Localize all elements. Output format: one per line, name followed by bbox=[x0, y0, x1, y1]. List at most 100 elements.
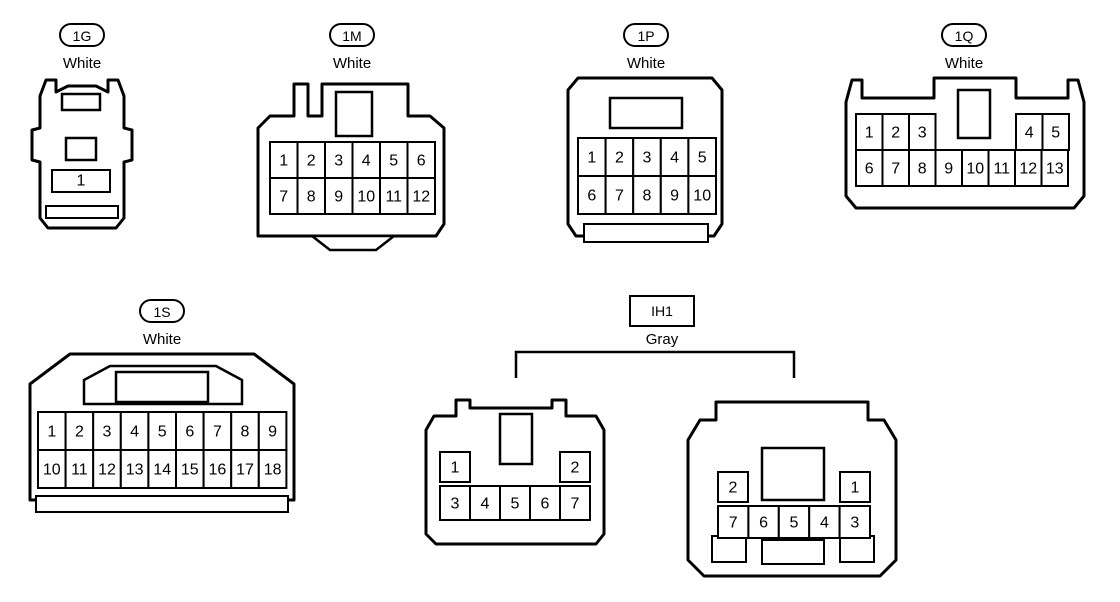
connector-ih1-left-pin-7: 7 bbox=[571, 496, 580, 513]
connector-1m-key bbox=[308, 234, 398, 252]
connector-1g-base bbox=[45, 205, 119, 219]
connector-1m-pin-3: 3 bbox=[334, 153, 343, 170]
connector-1s-color-label: White bbox=[143, 331, 181, 348]
connector-1s-tag bbox=[139, 299, 185, 323]
connector-ih1-left-pin-4: 4 bbox=[481, 496, 490, 513]
connector-1s-pin-cell bbox=[37, 449, 67, 489]
connector-1p-pin-1: 1 bbox=[587, 150, 596, 167]
connector-1s-pin-cell bbox=[175, 449, 205, 489]
connector-1m-pin-9: 9 bbox=[334, 189, 343, 206]
connector-ih1-right-pin-5: 5 bbox=[790, 515, 799, 532]
connector-1q-pin-9: 9 bbox=[944, 161, 953, 178]
connector-1s-pin-12: 12 bbox=[98, 462, 116, 479]
connector-1m-pin-6: 6 bbox=[417, 153, 426, 170]
connector-1g-lock bbox=[64, 136, 98, 162]
connector-1q-pin-cell bbox=[1014, 149, 1043, 187]
connector-1s-pin-5: 5 bbox=[158, 424, 167, 441]
connector-ih1-left-latch bbox=[498, 412, 534, 466]
connector-ih1-left-pin-1: 1 bbox=[451, 460, 460, 477]
connector-1m-pin-cell bbox=[324, 177, 354, 215]
connector-ih1-right-pin-cell bbox=[839, 471, 871, 503]
connector-1m-pin-cell bbox=[406, 177, 436, 215]
connector-ih1-bracket bbox=[514, 350, 796, 378]
connector-1q-pin-6: 6 bbox=[865, 161, 874, 178]
connector-1q-pin-4: 4 bbox=[1025, 125, 1034, 142]
connector-1g-pin-1: 1 bbox=[77, 173, 86, 190]
connector-ih1-left-pin-3: 3 bbox=[451, 496, 460, 513]
connector-1s-pin-cell bbox=[147, 449, 177, 489]
connector-1q-pin-cell bbox=[908, 113, 937, 151]
connector-1s-pin-4: 4 bbox=[130, 424, 139, 441]
connector-1m-pin-5: 5 bbox=[389, 153, 398, 170]
connector-1q-pin-cell bbox=[1041, 113, 1070, 151]
connector-1p-tag bbox=[623, 23, 669, 47]
connector-ih1-left-pin-cell bbox=[559, 485, 591, 521]
connector-1s-latch bbox=[114, 370, 210, 404]
connector-ih1-tag bbox=[629, 295, 695, 327]
connector-1s-pin-6: 6 bbox=[185, 424, 194, 441]
connector-1q-pin-11: 11 bbox=[993, 161, 1010, 178]
connector-1s-pin-cell bbox=[64, 411, 95, 451]
connector-1m-pin-cell bbox=[406, 141, 436, 179]
connector-ih1-right-pin-cell bbox=[838, 505, 871, 539]
connector-ih1-right-foot-mid bbox=[761, 539, 825, 565]
connector-1p-pin-4: 4 bbox=[670, 150, 679, 167]
connector-1s-pin-8: 8 bbox=[241, 424, 250, 441]
connector-1m-tag bbox=[329, 23, 375, 47]
connector-1s-pin-2: 2 bbox=[75, 424, 84, 441]
connector-ih1-left-pin-cell bbox=[439, 451, 471, 483]
connector-ih1-right-latch bbox=[760, 446, 826, 502]
connector-1s-pin-9: 9 bbox=[268, 424, 277, 441]
connector-1p-code: 1P bbox=[637, 28, 654, 44]
connector-1p-pin-6: 6 bbox=[587, 188, 596, 205]
connector-1s-pin-cell bbox=[257, 449, 288, 489]
connector-1s-pin-16: 16 bbox=[209, 462, 227, 479]
connector-1p-pin-cell bbox=[577, 137, 607, 177]
connector-1s-pin-15: 15 bbox=[181, 462, 199, 479]
connector-ih1-left-pin-cell bbox=[559, 451, 591, 483]
connector-1p-color-label: White bbox=[627, 55, 665, 72]
connector-1q-pin-2: 2 bbox=[891, 125, 900, 142]
connector-ih1-left-pin-2: 2 bbox=[571, 460, 580, 477]
connector-1m-latch bbox=[334, 90, 374, 138]
connector-1g-code: 1G bbox=[73, 28, 92, 44]
connector-1q-tag bbox=[941, 23, 987, 47]
connector-ih1-left-pin-5: 5 bbox=[511, 496, 520, 513]
connector-1q-pin-cell bbox=[1040, 149, 1069, 187]
connector-ih1-right-pin-cell bbox=[777, 505, 811, 539]
connector-1q-pin-cell bbox=[855, 113, 884, 151]
connector-1q-pin-3: 3 bbox=[918, 125, 927, 142]
connector-1s-pin-cell bbox=[119, 411, 150, 451]
connector-1q-pin-cell bbox=[908, 149, 937, 187]
connector-1p-pin-8: 8 bbox=[643, 188, 652, 205]
connector-1p-pin-cell bbox=[604, 137, 635, 177]
connector-1q-pin-cell bbox=[961, 149, 990, 187]
connector-1m-pin-cell bbox=[379, 141, 409, 179]
connector-1m-pin-10: 10 bbox=[357, 189, 375, 206]
connector-1p-base bbox=[583, 223, 709, 243]
connector-1g: 1G White 1 bbox=[30, 23, 134, 230]
connector-1s-pin-14: 14 bbox=[153, 462, 171, 479]
connector-1q-pin-cell bbox=[934, 149, 963, 187]
connector-1p-pin-3: 3 bbox=[643, 150, 652, 167]
connector-1m-pin-1: 1 bbox=[279, 153, 288, 170]
connector-1p-latch bbox=[608, 96, 684, 130]
connector-1p-pin-cell bbox=[659, 137, 690, 177]
connector-1p-pin-cell bbox=[632, 175, 662, 215]
connector-ih1-left-pin-cell bbox=[529, 485, 561, 521]
connector-1p-pin-2: 2 bbox=[615, 150, 624, 167]
connector-1q-pin-5: 5 bbox=[1051, 125, 1060, 142]
connector-1s-pin-cell bbox=[92, 449, 122, 489]
connector-1p-pin-cell bbox=[577, 175, 607, 215]
connector-1s-code: 1S bbox=[153, 304, 170, 320]
connector-1s-pin-cell bbox=[202, 411, 233, 451]
connector-1s-pin-cell bbox=[230, 411, 260, 451]
